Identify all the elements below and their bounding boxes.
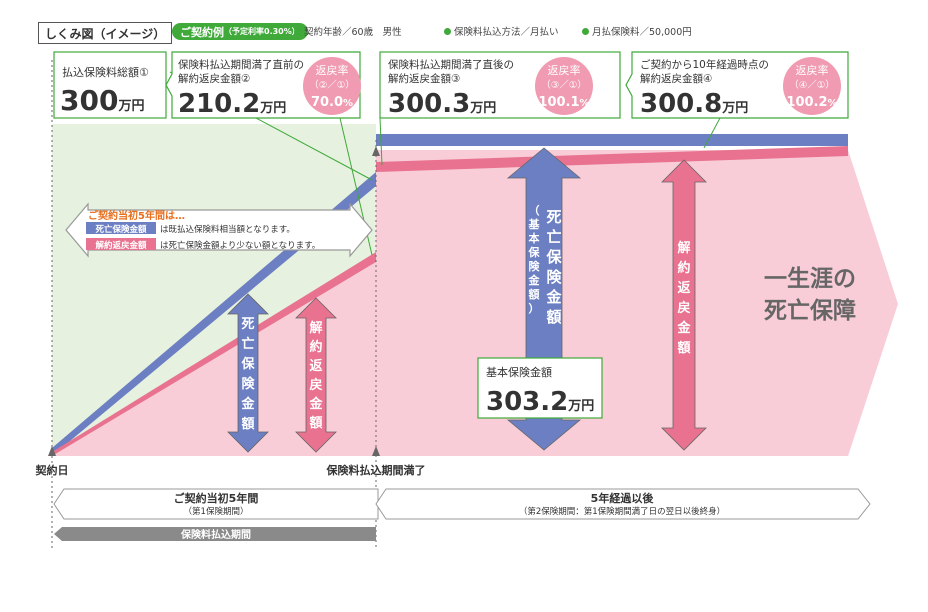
total-premium-label: 払込保険料総額①: [62, 65, 149, 79]
lifetime-label-line2: 死亡保障: [764, 297, 856, 324]
rate-formula-2: （②／①）: [309, 79, 355, 91]
example-badge: ご契約例（予定利率0.30%）: [172, 23, 308, 40]
diagram-title: しくみ図（イメージ）: [38, 22, 173, 44]
death-arrow-late-sublabel: （基本保険金額）: [528, 204, 541, 315]
death-benefit-top-band: [376, 134, 848, 146]
payment-end-marker: [372, 446, 380, 456]
surrender-10y-amount: 300.8万円: [640, 89, 748, 119]
surrender-after-label-2: 解約返戻金額③: [388, 72, 460, 85]
surrender-value-line: [52, 252, 376, 456]
basic-amount-box: [477, 357, 603, 419]
rate-circle-3: [535, 57, 593, 115]
period2-title: 5年経過以後: [591, 491, 655, 505]
bullet-icon: [444, 27, 451, 35]
surrender-arrow-late-label: 解約返戻金額: [676, 240, 691, 356]
lifetime-label-line1: 一生涯の: [764, 266, 856, 292]
surrender-after-amount: 300.3万円: [388, 89, 496, 119]
total-premium-box: [53, 51, 167, 119]
death-arrow-late-label: 死亡保険金額: [545, 208, 562, 326]
rate-value-3: 100.1%: [538, 95, 589, 110]
example-rate: （予定利率0.30%）: [224, 27, 300, 36]
note-death-tag: 死亡保険金額: [94, 224, 147, 235]
rate-value-2: 70.0%: [311, 95, 353, 110]
contract-date-marker: [48, 446, 56, 456]
rate-title-4: 返戻率: [796, 63, 829, 77]
rate-title-2: 返戻率: [316, 63, 349, 77]
period2-bar: [375, 488, 871, 520]
surrender-arrow-early-label: 解約返戻金額: [308, 320, 323, 431]
payment-period-label: 保険料払込期間: [180, 528, 251, 541]
rate-title-3: 返戻率: [548, 63, 581, 77]
rate-value-4: 100.2%: [786, 95, 837, 110]
condition-age: 契約年齢／60歳 男性: [294, 24, 402, 38]
note-heading: ご契約当初5年間は…: [88, 209, 185, 222]
condition-payment-method: 保険料払込方法／月払い: [444, 24, 559, 38]
payment-end-label: 保険料払込期間満了: [326, 463, 426, 477]
surrender-arrow-late: [661, 159, 707, 451]
basic-amount-value: 303.2万円: [486, 387, 594, 417]
surrender-after-label-1: 保険料払込期間満了直後の: [388, 58, 514, 71]
condition-premium: 月払保険料／50,000円: [582, 24, 692, 38]
example-label: ご契約例: [180, 25, 224, 39]
surrender-tag-background: [86, 238, 156, 250]
rate-circle-2: [303, 57, 361, 115]
basic-amount-label: 基本保険金額: [486, 365, 552, 379]
pointer-line-box3: [379, 117, 383, 166]
period1-sub: （第1保険期間）: [184, 506, 249, 517]
diagram: しくみ図（イメージ） ご契約例（予定利率0.30%） 契約年齢／60歳 男性 保…: [35, 22, 898, 548]
period2-sub: （第2保険期間：第1保険期間満了日の翌日以後終身）: [519, 506, 725, 517]
surrender-10y-label-1: ご契約から10年経過時点の: [640, 58, 769, 71]
bullet-icon: [582, 27, 589, 35]
surrender-top-band: [376, 146, 848, 172]
bullet-icon: [294, 27, 301, 35]
contract-date-label: 契約日: [35, 463, 69, 477]
payment-period-bar: [54, 527, 376, 541]
note-surrender-text: は死亡保険金額より少ない額となります。: [160, 240, 320, 251]
surrender-10y-label-2: 解約返戻金額④: [640, 72, 712, 85]
surrender-before-label-1: 保険料払込期間満了直前の: [178, 58, 304, 71]
note-surrender-tag: 解約返戻金額: [95, 240, 147, 251]
rate-formula-3: （③／①）: [541, 79, 587, 91]
death-arrow-early: [227, 293, 269, 453]
rate-formula-4: （④／①）: [789, 79, 835, 91]
surrender-arrow-early: [295, 297, 337, 453]
death-arrow-early-label: 死亡保険金額: [240, 317, 255, 432]
death-tag-background: [86, 222, 156, 234]
pointer-line-box4: [703, 117, 721, 149]
period1-title: ご契約当初5年間: [174, 491, 259, 505]
surrender-before-label-2: 解約返戻金額②: [178, 72, 250, 85]
diagram-svg: 払込保険料総額① 300万円 保険料払込期間満了直前の 解約返戻金額② 210.…: [35, 51, 898, 548]
rate-circle-4: [783, 57, 841, 115]
period1-bar: [53, 488, 379, 520]
total-premium-amount: 300万円: [60, 84, 144, 117]
surrender-before-amount: 210.2万円: [178, 89, 286, 119]
payment-end-marker-top: [372, 146, 380, 156]
note-death-text: は既払込保険料相当額となります。: [160, 224, 295, 235]
